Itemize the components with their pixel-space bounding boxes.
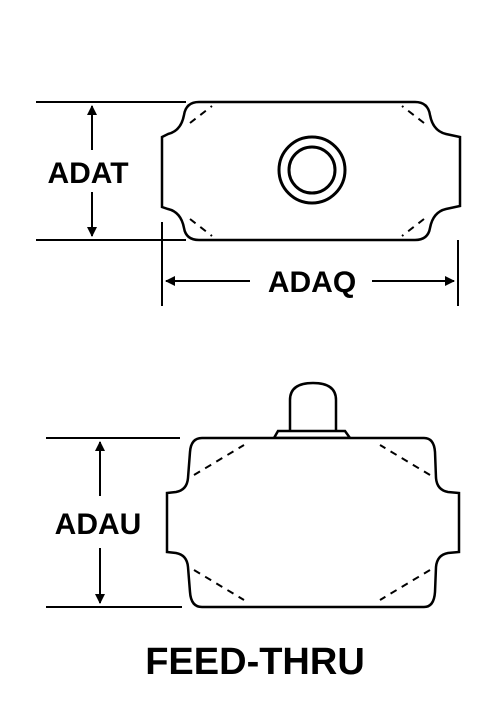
- side-view-corner-dash: [193, 444, 245, 476]
- top-view-body: [160, 100, 462, 242]
- side-view-corner-dash: [193, 569, 245, 601]
- diagram-caption: FEED-THRU: [145, 641, 365, 683]
- side-view-corner-dash: [379, 444, 431, 476]
- top-view-corner-dash: [401, 105, 425, 124]
- top-height-label: ADAT: [47, 157, 128, 190]
- top-view-corner-dash: [401, 218, 425, 237]
- side-view-corner-dash: [379, 569, 431, 601]
- terminal-inner-ring: [287, 145, 337, 195]
- top-view-corner-dash: [189, 105, 213, 124]
- terminal-stud: [288, 381, 338, 433]
- side-height-label: ADAU: [55, 508, 142, 541]
- side-view-body: [165, 436, 461, 609]
- terminal-outer-ring: [277, 135, 347, 205]
- top-view: ADAT ADAQ: [36, 100, 462, 306]
- top-width-label: ADAQ: [268, 266, 356, 299]
- side-view: ADAU: [46, 381, 461, 609]
- top-view-corner-dash: [189, 218, 213, 237]
